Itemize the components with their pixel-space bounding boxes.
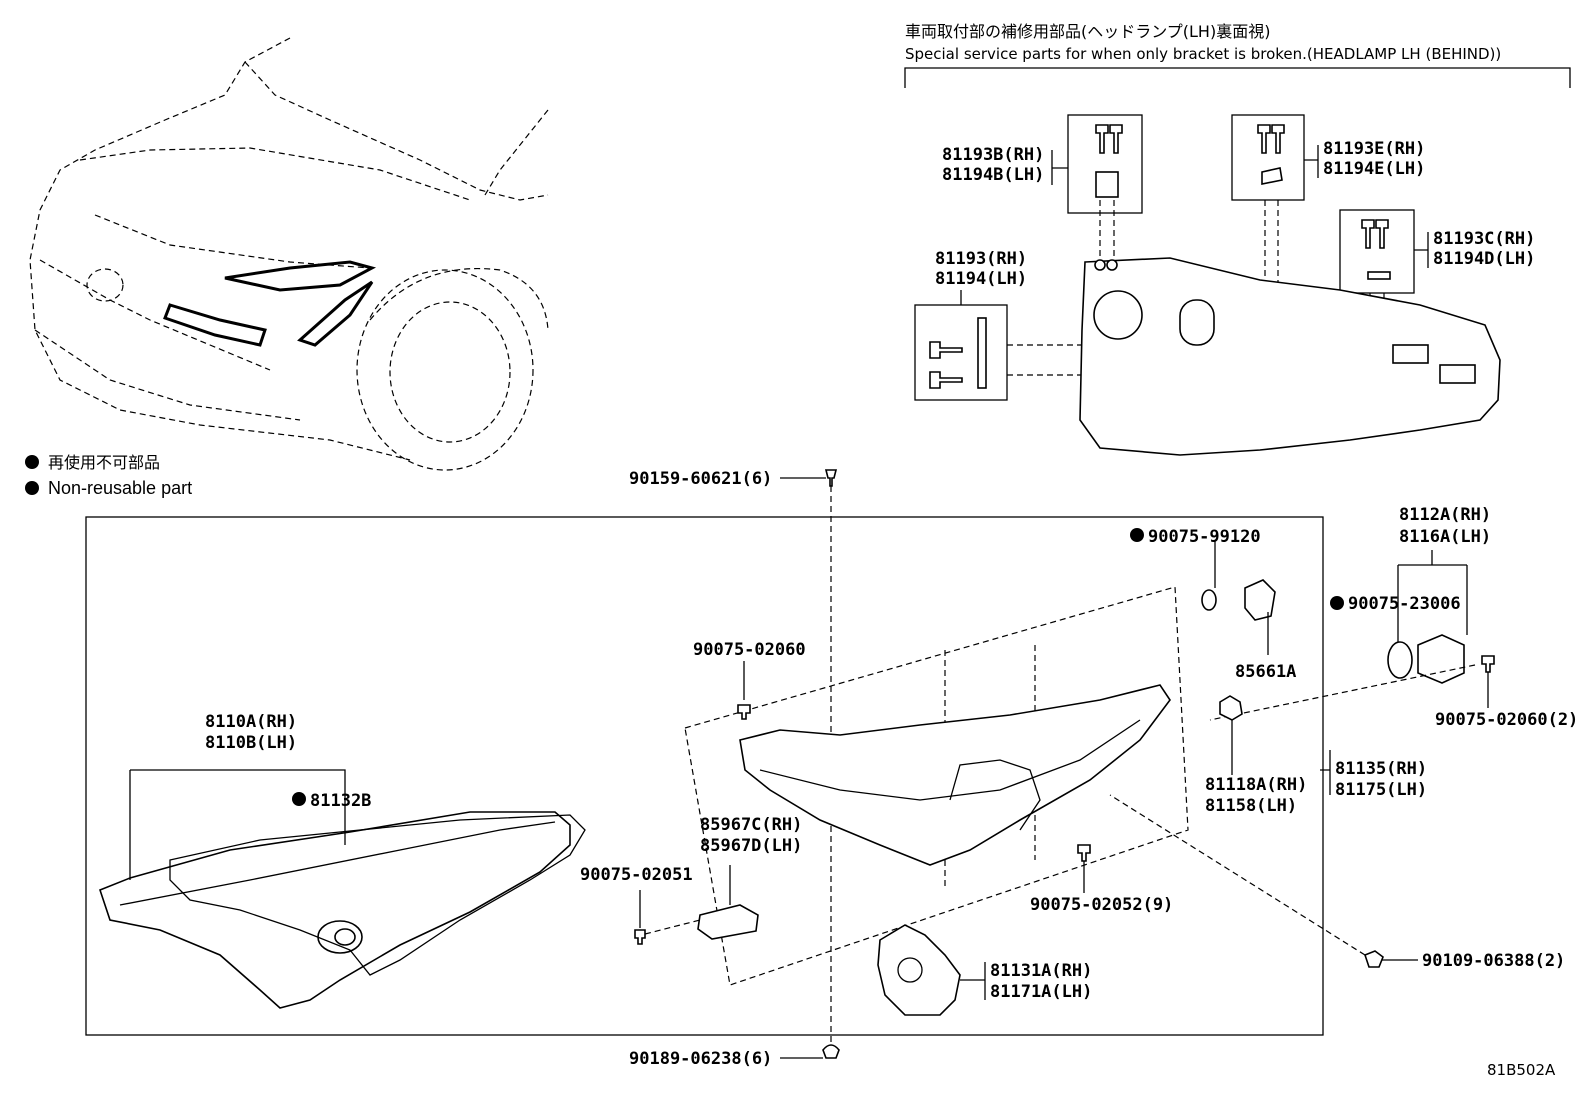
label-81158: 81158(LH) (1205, 796, 1297, 816)
bracket-81193E-box (1231, 114, 1305, 201)
non-reusable-dot-icon (1330, 596, 1344, 610)
bracket-81193C-icon (1367, 271, 1391, 280)
bracket-81193-icon (977, 317, 987, 389)
bracket-81193B-icon (1095, 171, 1119, 198)
label-90075-02060-2: 90075-02060(2) (1435, 710, 1578, 730)
cover-81131A: 81131A(RH) 81171A(LH) (877, 924, 1092, 1016)
screw-90075-02060-2: 90075-02060(2) (1209, 655, 1578, 730)
label-81193C: 81193C(RH) (1433, 229, 1535, 249)
non-reusable-dot-icon (1130, 528, 1144, 542)
actuator-85661A: 85661A (1235, 579, 1296, 682)
label-85967D: 85967D(LH) (700, 836, 802, 856)
legend-en: Non-reusable part (48, 478, 192, 498)
label-90159: 90159-60621(6) (629, 469, 772, 489)
label-90189: 90189-06238(6) (629, 1049, 772, 1069)
section-title-en: Special service parts for when only brac… (905, 45, 1501, 63)
label-81135: 81135(RH) (1335, 759, 1427, 779)
headlamp-assembly-frame (85, 516, 1324, 1036)
label-81193B: 81193B(RH) (942, 145, 1044, 165)
module-85967C: 85967C(RH) 85967D(LH) (697, 815, 802, 940)
housing-81135: 81135(RH) 81175(LH) (684, 586, 1427, 986)
non-reusable-dot-icon (25, 455, 39, 469)
diagram-code: 81B502A (1487, 1061, 1556, 1079)
clip-90109: 90109-06388(2) (1109, 794, 1565, 971)
label-8116A: 8116A(LH) (1399, 527, 1491, 547)
non-reusable-dot-icon (25, 481, 39, 495)
label-81171A: 81171A(LH) (990, 982, 1092, 1002)
label-81194: 81194(LH) (935, 269, 1027, 289)
oring-90075-99120: 90075-99120 (1130, 527, 1261, 611)
gasket-81132B: 81132B (169, 791, 586, 976)
label-90075-02052: 90075-02052(9) (1030, 895, 1173, 915)
label-8110B: 8110B(LH) (205, 733, 297, 753)
label-90075-02051: 90075-02051 (580, 865, 693, 885)
label-8110A: 8110A(RH) (205, 712, 297, 732)
screw-90075-02052: 90075-02052(9) (1030, 844, 1173, 915)
bracket-81193E-icon (1261, 167, 1283, 185)
label-81175: 81175(LH) (1335, 780, 1427, 800)
label-81194D: 81194D(LH) (1433, 249, 1535, 269)
socket-8112A: 8112A(RH) 8116A(LH) (1397, 505, 1491, 684)
legend-ja: 再使用不可部品 (48, 453, 160, 472)
label-81132B: 81132B (310, 791, 371, 811)
bracket-81193C-box (1339, 209, 1415, 294)
label-81193E: 81193E(RH) (1323, 139, 1425, 159)
screw-90075-02060: 90075-02060 (693, 640, 806, 720)
label-81118A: 81118A(RH) (1205, 775, 1307, 795)
label-81194B: 81194B(LH) (942, 165, 1044, 185)
socket-81118A: 81118A(RH) 81158(LH) (1205, 695, 1307, 816)
label-8112A: 8112A(RH) (1399, 505, 1491, 525)
legend: 再使用不可部品 Non-reusable part (25, 453, 192, 498)
label-90075-23006: 90075-23006 (1348, 594, 1461, 614)
label-90109: 90109-06388(2) (1422, 951, 1565, 971)
oring-90075-23006: 90075-23006 (1330, 594, 1461, 679)
label-81194E: 81194E(LH) (1323, 159, 1425, 179)
label-90075-02060: 90075-02060 (693, 640, 806, 660)
bracket-81193B-box (1067, 114, 1143, 214)
service-parts-section: 車両取付部の補修用部品(ヘッドランプ(LH)裏面視) Special servi… (904, 22, 1571, 456)
screw-90075-02051: 90075-02051 (580, 865, 701, 945)
non-reusable-dot-icon (292, 792, 306, 806)
headlamp-housing-back-view (1079, 257, 1501, 456)
lens-8110A: 8110A(RH) 8110B(LH) (99, 712, 571, 1009)
car-front-illustration (29, 37, 549, 471)
label-81131A: 81131A(RH) (990, 961, 1092, 981)
label-85967C: 85967C(RH) (700, 815, 802, 835)
section-title-ja: 車両取付部の補修用部品(ヘッドランプ(LH)裏面視) (905, 22, 1270, 41)
label-85661A: 85661A (1235, 662, 1296, 682)
label-90075-99120: 90075-99120 (1148, 527, 1261, 547)
clip-90189: 90189-06238(6) (629, 1044, 840, 1069)
label-81193: 81193(RH) (935, 249, 1027, 269)
